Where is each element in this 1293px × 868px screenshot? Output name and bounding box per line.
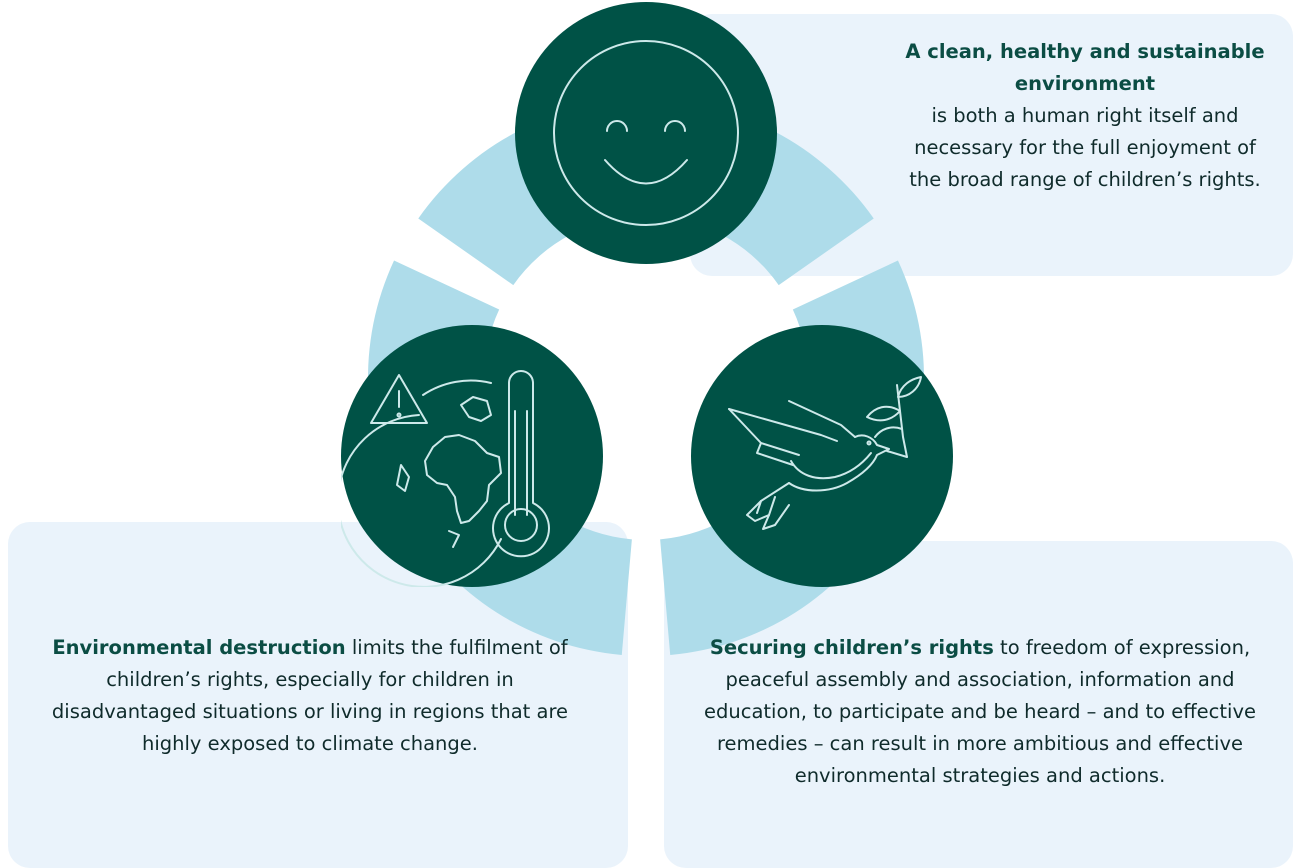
- top-statement: A clean, healthy and sustainable environ…: [905, 36, 1265, 196]
- right-statement: Securing children’s rights to freedom of…: [690, 632, 1270, 792]
- smiley-face-icon: [553, 40, 739, 226]
- right-statement-title: Securing children’s rights: [709, 636, 994, 659]
- earth-warning-thermometer-icon: [341, 370, 550, 587]
- right-statement-body: to freedom of expression, peaceful assem…: [703, 636, 1257, 787]
- left-statement-body: limits the fulfilment of children’s righ…: [51, 636, 569, 755]
- left-statement: Environmental destruction limits the ful…: [40, 632, 580, 760]
- earth-circle: [341, 325, 603, 587]
- top-statement-body: is both a human right itself and necessa…: [909, 104, 1261, 191]
- dove-circle: [691, 325, 953, 587]
- smiley-circle: [515, 2, 777, 264]
- top-statement-title: A clean, healthy and sustainable environ…: [905, 40, 1265, 95]
- dove-olive-branch-icon: [728, 376, 922, 530]
- left-statement-title: Environmental destruction: [52, 636, 346, 659]
